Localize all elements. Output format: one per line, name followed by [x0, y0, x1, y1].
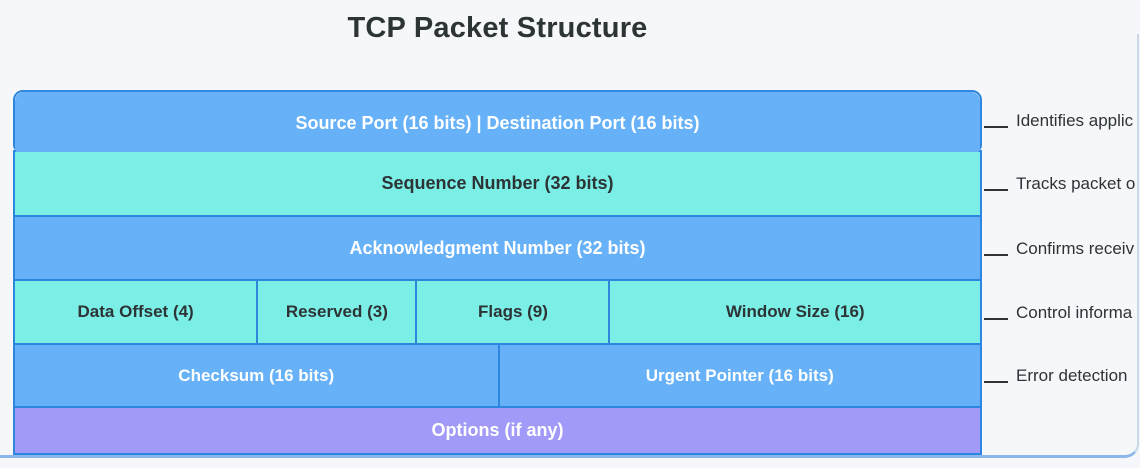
annotation-sequence: Tracks packet o	[984, 172, 1135, 196]
connector-line	[984, 126, 1008, 128]
annotation-ports: Identifies applic	[984, 109, 1133, 133]
row-checksum-urgent: Checksum (16 bits) Urgent Pointer (16 bi…	[13, 343, 982, 408]
connector-line	[984, 189, 1008, 191]
field-sequence-number: Sequence Number (32 bits)	[15, 152, 980, 215]
page-title: TCP Packet Structure	[347, 12, 648, 44]
field-options: Options (if any)	[15, 408, 980, 453]
row-offset-flags-window: Data Offset (4) Reserved (3) Flags (9) W…	[13, 279, 982, 345]
field-data-offset: Data Offset (4)	[15, 281, 257, 343]
row-ports: Source Port (16 bits) | Destination Port…	[13, 90, 982, 154]
field-acknowledgment-number: Acknowledgment Number (32 bits)	[15, 217, 980, 279]
annotation-label: Identifies applic	[1016, 111, 1134, 130]
annotation-label: Tracks packet o	[1016, 174, 1136, 193]
annotation-control: Control informa	[984, 301, 1132, 325]
tcp-packet-structure: Source Port (16 bits) | Destination Port…	[13, 90, 982, 455]
annotation-acknowledgment: Confirms receiv	[984, 237, 1134, 261]
row-options: Options (if any)	[13, 406, 982, 455]
annotation-label: Confirms receiv	[1016, 239, 1135, 258]
field-reserved: Reserved (3)	[256, 281, 416, 343]
field-flags: Flags (9)	[415, 281, 609, 343]
row-acknowledgment-number: Acknowledgment Number (32 bits)	[13, 215, 982, 281]
annotation-checksum: Error detection	[984, 364, 1128, 388]
field-window-size: Window Size (16)	[608, 281, 980, 343]
annotation-label: Error detection	[1016, 366, 1128, 385]
field-urgent-pointer: Urgent Pointer (16 bits)	[497, 345, 980, 406]
annotation-label: Control informa	[1016, 303, 1133, 322]
field-checksum: Checksum (16 bits)	[15, 345, 498, 406]
connector-line	[984, 381, 1008, 383]
row-sequence-number: Sequence Number (32 bits)	[13, 150, 982, 217]
connector-line	[984, 318, 1008, 320]
field-source-destination-port: Source Port (16 bits) | Destination Port…	[15, 92, 980, 154]
connector-line	[984, 254, 1008, 256]
